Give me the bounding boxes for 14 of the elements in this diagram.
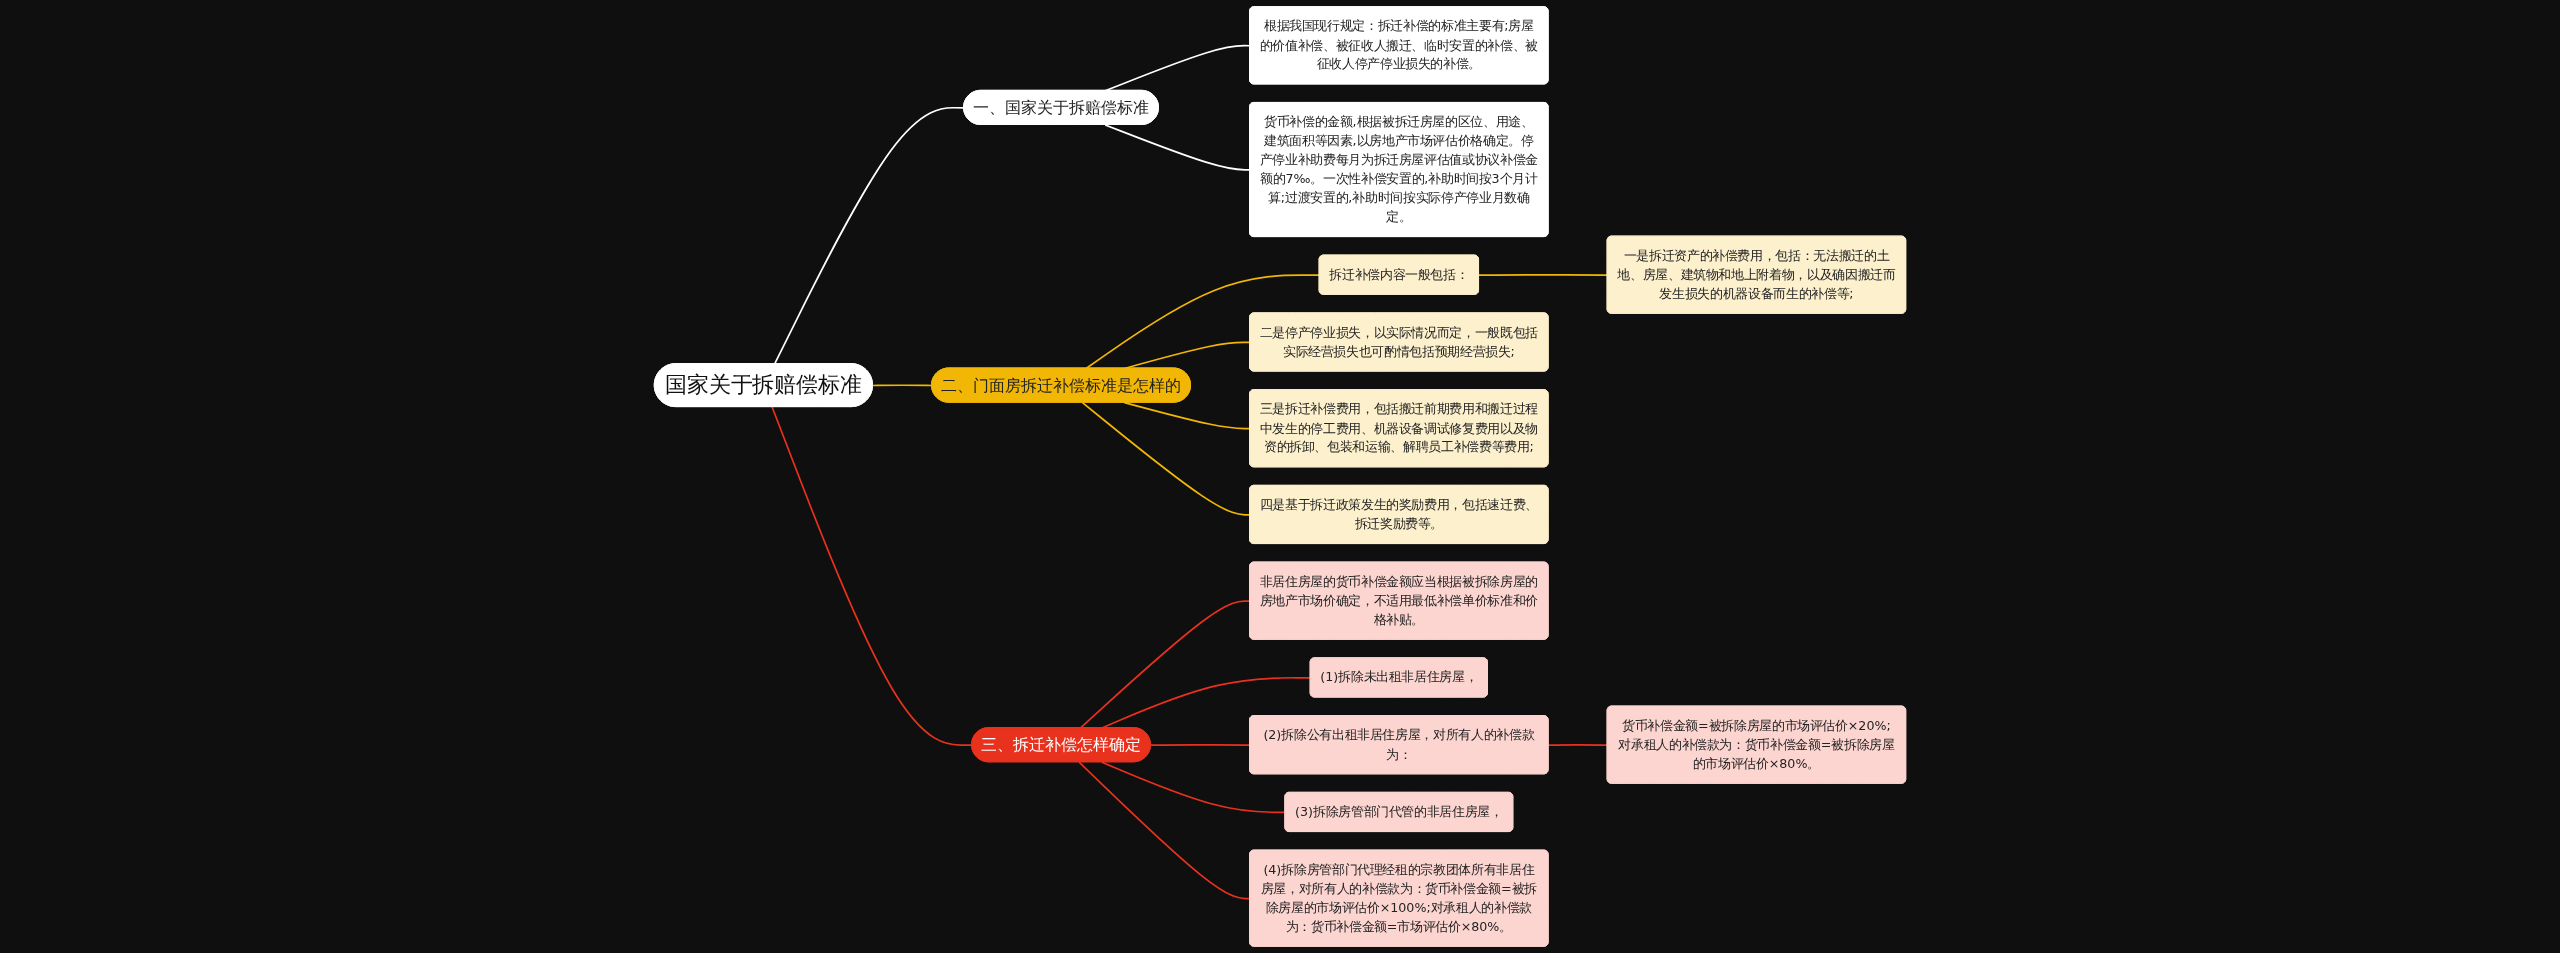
connector [1085,274,1321,370]
connector [1104,44,1251,92]
connector [1081,401,1251,516]
connector [773,106,965,365]
connector [1123,401,1251,430]
connector [1079,600,1251,729]
connector [1104,124,1251,171]
connector [1547,744,1609,746]
connector [872,384,933,387]
connector [771,406,973,746]
connector [1101,676,1312,729]
connector [1150,744,1251,746]
connector [1078,761,1251,900]
connector [1478,274,1609,276]
